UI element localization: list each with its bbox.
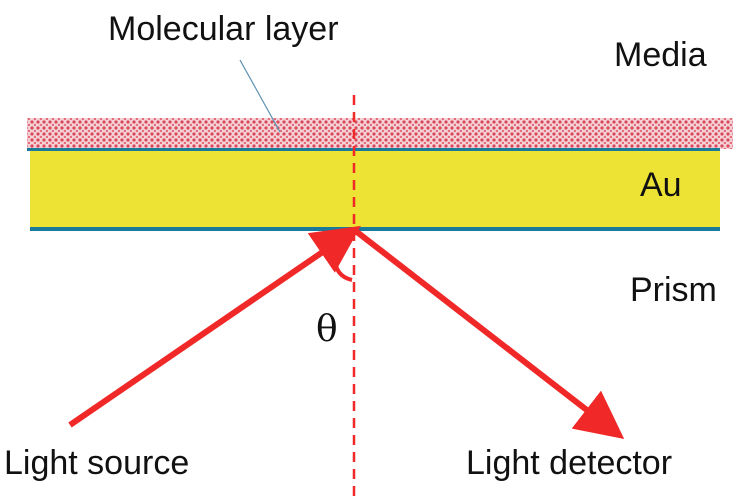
light-source-label: Light source: [4, 444, 190, 482]
light-detector-label: Light detector: [466, 444, 673, 482]
au-label: Au: [640, 166, 682, 204]
media-label: Media: [614, 36, 707, 74]
bottom-interface-line: [30, 227, 720, 231]
theta-label: θ: [316, 309, 338, 350]
angle-arc: [332, 244, 353, 282]
molecular-layer: [27, 118, 733, 149]
reflected-beam-arrow: [355, 229, 625, 440]
molecular-layer-label: Molecular layer: [108, 10, 339, 48]
top-interface-line: [27, 148, 720, 151]
gold-film: [30, 149, 720, 229]
prism-label: Prism: [630, 271, 717, 309]
incident-beam-arrow: [68, 225, 361, 428]
leader-line: [239, 59, 281, 133]
